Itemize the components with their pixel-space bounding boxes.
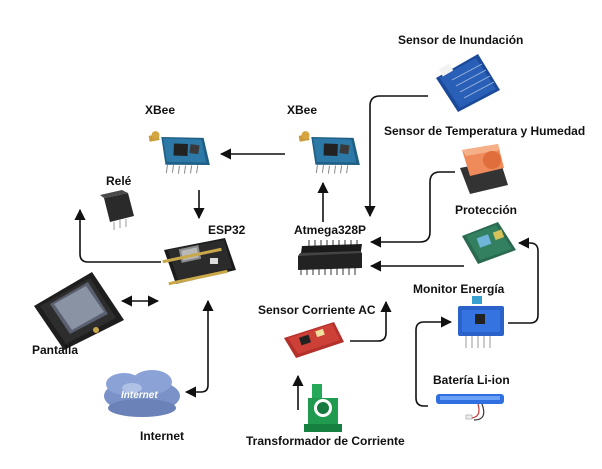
esp32-board-icon bbox=[162, 238, 236, 286]
arrow-battery-to-monitor bbox=[415, 316, 453, 407]
temperature-humidity-sensor-icon bbox=[460, 144, 508, 194]
lcd-display-icon bbox=[34, 272, 124, 350]
label-transformador: Transformador de Corriente bbox=[246, 434, 405, 448]
arrow-internet-esp32 bbox=[184, 299, 214, 398]
label-sensor-inundacion: Sensor de Inundación bbox=[398, 33, 524, 47]
label-sensor-corriente: Sensor Corriente AC bbox=[258, 303, 376, 317]
atmega-chip-icon bbox=[298, 240, 362, 275]
internet-cloud-text: Internet bbox=[121, 390, 158, 401]
label-atmega: Atmega328P bbox=[294, 223, 367, 237]
label-internet: Internet bbox=[140, 429, 185, 443]
label-sensor-temperatura: Sensor de Temperatura y Humedad bbox=[384, 124, 586, 138]
li-ion-battery-icon bbox=[436, 394, 504, 421]
label-proteccion: Protección bbox=[455, 203, 518, 217]
arrow-flood-to-atmega bbox=[364, 95, 428, 218]
arrow-esp32-to-relay bbox=[74, 208, 161, 263]
xbee-module-icon bbox=[298, 131, 360, 174]
internet-cloud-icon bbox=[104, 370, 180, 417]
arrow-current-to-atmega bbox=[350, 300, 392, 342]
relay-icon bbox=[100, 190, 134, 230]
label-xbee-left: XBee bbox=[145, 103, 176, 117]
label-pantalla: Pantalla bbox=[32, 343, 79, 357]
xbee-module-icon bbox=[148, 131, 210, 174]
protection-board-icon bbox=[462, 222, 516, 264]
label-esp32: ESP32 bbox=[208, 223, 246, 237]
label-bateria: Batería Li-ion bbox=[433, 373, 510, 387]
label-monitor-energia: Monitor Energía bbox=[413, 282, 505, 296]
arrow-temp-to-atmega bbox=[369, 171, 455, 248]
energy-monitor-board-icon bbox=[458, 296, 504, 348]
label-rele: Relé bbox=[106, 174, 132, 188]
flood-sensor-icon bbox=[436, 54, 500, 112]
arrow-monitor-to-protection bbox=[508, 237, 539, 324]
label-xbee-right: XBee bbox=[287, 103, 318, 117]
current-transformer-icon bbox=[304, 384, 342, 432]
current-sensor-board-icon bbox=[284, 322, 344, 358]
